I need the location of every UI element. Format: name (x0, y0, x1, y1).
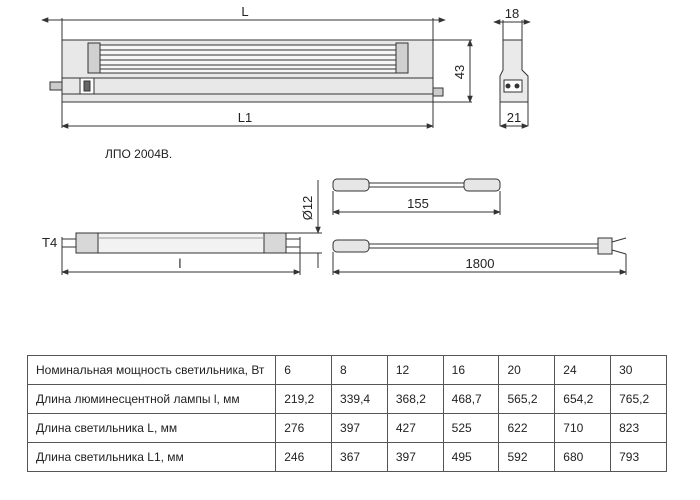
table-cell: 525 (442, 413, 500, 443)
long-cable (332, 237, 627, 275)
table-cell: 30 (610, 355, 667, 385)
table-cell: 680 (554, 442, 612, 472)
table-cell: 6 (275, 355, 333, 385)
table-cell: 468,7 (442, 384, 500, 414)
short-cable (332, 178, 501, 215)
table-cell: 495 (442, 442, 500, 472)
plug-icon (597, 237, 613, 255)
table-cell: 12 (386, 355, 444, 385)
table-cell: 276 (275, 413, 333, 443)
table-cell: 565,2 (498, 384, 556, 414)
fixture-end-view (499, 20, 529, 126)
table-cell: 710 (554, 413, 612, 443)
table-cell: 397 (386, 442, 444, 472)
dim-label-height: 43 (452, 65, 467, 79)
table-cell: 367 (331, 442, 388, 472)
dim-label-long-cable: 1800 (466, 256, 495, 271)
table-cell: 622 (498, 413, 556, 443)
dim-label-end-bottom: 21 (507, 110, 521, 125)
row-label: Номинальная мощность светильника, Вт (26, 355, 277, 385)
fixture-caption: ЛПО 2004В. (105, 147, 172, 161)
dim-label-short-cable: 155 (407, 196, 429, 211)
technical-drawing: L L1 43 ЛПО 2004В. 18 21 T4 (41, 4, 627, 275)
row-label: Длина светильника L1, мм (26, 442, 277, 472)
lamp-type-label: T4 (42, 235, 57, 250)
dim-label-lamp: l (179, 256, 182, 271)
table-cell: 339,4 (331, 384, 388, 414)
table-cell: 20 (498, 355, 556, 385)
dim-label-end-top: 18 (505, 6, 519, 21)
table-cell: 246 (275, 442, 333, 472)
table-cell: 8 (331, 355, 388, 385)
dim-label-L: L (241, 4, 248, 19)
table-cell: 219,2 (275, 384, 333, 414)
table-cell: 765,2 (610, 384, 667, 414)
row-label: Длина люминесцентной лампы l, мм (26, 384, 277, 414)
table-cell: 16 (442, 355, 500, 385)
table-cell: 793 (610, 442, 667, 472)
table-cell: 427 (386, 413, 444, 443)
fixture-side-view (49, 18, 472, 128)
table-cell: 368,2 (386, 384, 444, 414)
table-cell: 654,2 (554, 384, 612, 414)
table-cell: 397 (331, 413, 388, 443)
dim-label-diameter: Ø12 (300, 196, 315, 221)
row-label: Длина светильника L, мм (26, 413, 277, 443)
table-cell: 592 (498, 442, 556, 472)
dim-label-L1: L1 (238, 110, 252, 125)
lamp-tube (61, 232, 322, 275)
table-cell: 24 (554, 355, 612, 385)
table-cell: 823 (610, 413, 667, 443)
